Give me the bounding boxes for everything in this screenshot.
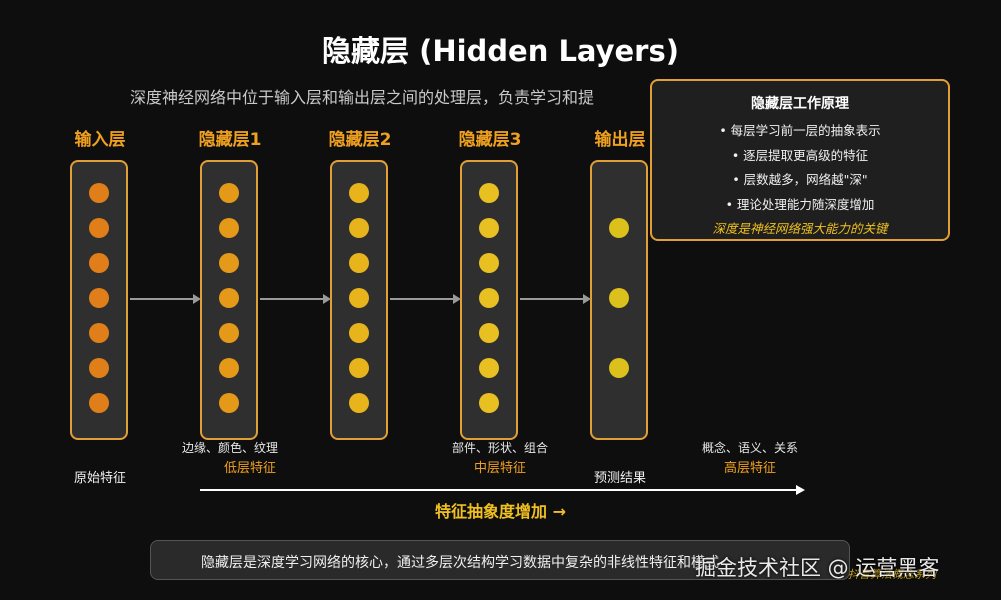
arrow-head-icon (583, 294, 591, 304)
layer-label-input: 输入层 (74, 130, 126, 150)
neuron (479, 218, 499, 238)
neuron (479, 358, 499, 378)
neuron (219, 183, 239, 203)
neuron (219, 288, 239, 308)
arrow-head-icon (193, 294, 201, 304)
summary-text: 隐藏层是深度学习网络的核心，通过多层次结构学习数据中复杂的非线性特征和模式 (201, 555, 719, 571)
info-item-text: 逐层提取更高级的特征 (743, 148, 869, 163)
neuron (219, 358, 239, 378)
info-box: 隐藏层工作原理 • 每层学习前一层的抽象表示 • 逐层提取更高级的特征 • 层数… (650, 79, 950, 241)
neuron (479, 323, 499, 343)
neuron (479, 253, 499, 273)
neuron (609, 358, 629, 378)
page-title: 隐藏层 (Hidden Layers) (321, 34, 680, 68)
layer-box-hidden-2 (330, 160, 388, 440)
layer-box-input (70, 160, 128, 440)
neuron (609, 218, 629, 238)
info-item: • 理论处理能力随深度增加 (725, 197, 875, 212)
neuron (89, 218, 109, 238)
neuron (89, 393, 109, 413)
neuron (219, 393, 239, 413)
neuron (219, 323, 239, 343)
high-feature-label: 高层特征 (723, 461, 776, 476)
watermark: 掘金技术社区 @ 运营黑客 (695, 556, 940, 580)
info-item: • 每层学习前一层的抽象表示 (719, 123, 881, 138)
neuron (479, 183, 499, 203)
output-caption: 预测结果 (593, 471, 646, 486)
layer-label-hidden-2: 隐藏层2 (328, 130, 392, 150)
arrow-head-icon (323, 294, 331, 304)
neuron (89, 323, 109, 343)
input-caption: 原始特征 (73, 471, 126, 486)
mid-feature-label: 中层特征 (473, 461, 526, 476)
neuron (89, 288, 109, 308)
low-feature-label: 低层特征 (223, 461, 276, 476)
connection-arrow-line (260, 298, 324, 300)
layer-box-hidden-1 (200, 160, 258, 440)
neuron (349, 393, 369, 413)
neuron (89, 183, 109, 203)
abstraction-trend-line (200, 489, 798, 491)
neuron (349, 253, 369, 273)
high-feature-examples: 概念、语义、关系 (701, 441, 798, 455)
connection-arrow-line (520, 298, 584, 300)
neuron (609, 288, 629, 308)
connection-arrow-line (390, 298, 454, 300)
arrow-head-icon (453, 294, 461, 304)
neuron (479, 288, 499, 308)
neuron (349, 288, 369, 308)
watermark-subtitle: 抖音算法概念系列 (848, 568, 936, 581)
neuron (219, 218, 239, 238)
abstraction-trend-label: 特征抽象度增加 → (435, 502, 566, 521)
layer-box-output (590, 160, 648, 440)
info-item-text: 每层学习前一层的抽象表示 (730, 123, 881, 138)
low-feature-examples: 边缘、颜色、纹理 (181, 441, 278, 455)
info-box-footer: 深度是神经网络强大能力的关键 (712, 221, 888, 236)
layer-box-hidden-3 (460, 160, 518, 440)
trend-arrow-icon (796, 485, 805, 495)
neuron (219, 253, 239, 273)
neuron (479, 393, 499, 413)
layer-label-output: 输出层 (594, 130, 646, 150)
info-item-text: 理论处理能力随深度增加 (736, 197, 875, 212)
neuron (89, 358, 109, 378)
neuron (349, 358, 369, 378)
connection-arrow-line (130, 298, 194, 300)
neuron (349, 323, 369, 343)
info-box-title: 隐藏层工作原理 (751, 96, 849, 112)
mid-feature-examples: 部件、形状、组合 (451, 441, 548, 455)
info-item: • 层数越多，网络越"深" (732, 172, 868, 187)
neuron (349, 183, 369, 203)
summary-bar: 隐藏层是深度学习网络的核心，通过多层次结构学习数据中复杂的非线性特征和模式 (150, 540, 850, 580)
page-subtitle: 深度神经网络中位于输入层和输出层之间的处理层，负责学习和提 (130, 88, 595, 107)
layer-label-hidden-3: 隐藏层3 (458, 130, 522, 150)
neuron (349, 218, 369, 238)
info-item-text: 层数越多，网络越"深" (743, 172, 868, 187)
neuron (89, 253, 109, 273)
layer-label-hidden-1: 隐藏层1 (198, 130, 262, 150)
info-item: • 逐层提取更高级的特征 (731, 148, 869, 163)
